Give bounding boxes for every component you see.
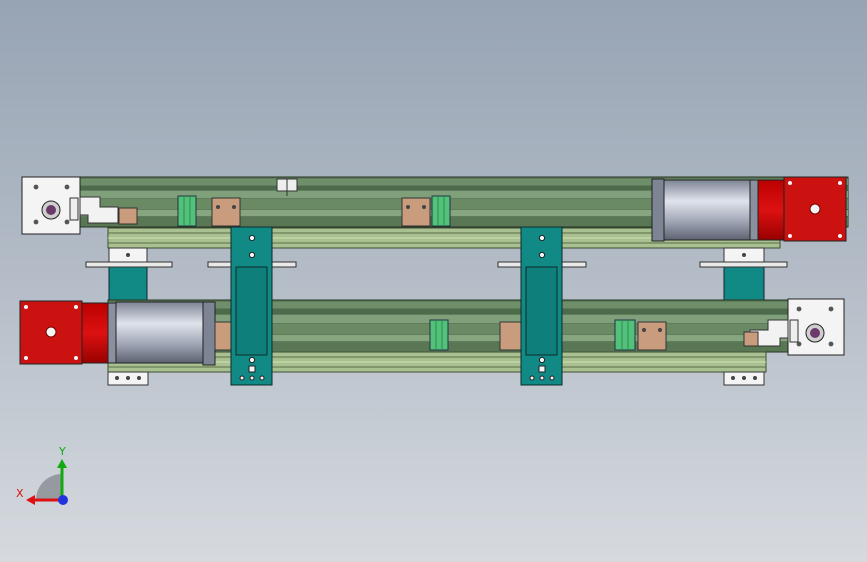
screw-icon: [828, 341, 834, 347]
triad-plane-icon: [36, 474, 62, 500]
screw-icon: [248, 251, 256, 259]
screw-icon: [538, 356, 546, 364]
screw-icon: [642, 328, 646, 332]
screw-slot-icon: [248, 365, 256, 373]
screw-icon: [33, 219, 39, 225]
support-crossbar: [699, 261, 788, 268]
screw-icon: [838, 234, 842, 238]
screw-icon: [24, 356, 28, 360]
screw-icon: [788, 234, 792, 238]
copper-block: [211, 197, 241, 227]
upper-motor-cap: [749, 179, 759, 241]
screw-icon: [538, 234, 546, 242]
screw-icon: [538, 251, 546, 259]
motor-shaft-icon: [45, 326, 57, 338]
screw-icon: [742, 253, 746, 257]
screw-icon: [259, 375, 265, 381]
teal-brackets[interactable]: [230, 226, 563, 386]
lower-rail-stripe: [108, 315, 792, 323]
screw-icon: [248, 356, 256, 364]
x-axis-arrowhead: [26, 495, 35, 505]
copper-block: [743, 331, 759, 347]
upper-linear-axis[interactable]: [21, 176, 849, 249]
screw-icon: [742, 376, 746, 380]
screw-icon: [74, 356, 78, 360]
screw-icon: [549, 375, 555, 381]
teal-bracket-right-stem: [525, 266, 558, 356]
screw-icon: [249, 375, 255, 381]
screw-icon: [828, 306, 834, 312]
screw-icon: [216, 205, 220, 209]
lower-motor-red-adapter: [81, 302, 111, 364]
coupling-stub: [69, 197, 79, 221]
upper-rail-stripe: [78, 210, 848, 216]
screw-icon: [796, 341, 802, 347]
copper-block: [637, 321, 667, 351]
upper-rail-stripe: [78, 217, 848, 226]
screw-icon: [658, 328, 662, 332]
coupling-stub: [789, 319, 799, 343]
screw-icon: [406, 205, 410, 209]
upper-rail-stripe: [78, 191, 848, 198]
screw-icon: [422, 205, 426, 209]
screw-icon: [239, 375, 245, 381]
upper-rail-stripe: [78, 186, 848, 190]
idler-bracket: [79, 196, 119, 224]
screw-icon: [731, 376, 735, 380]
lower-rail-stripe: [108, 335, 792, 341]
screw-icon: [796, 306, 802, 312]
lower-motor-flange: [202, 301, 216, 366]
lower-rail-stripe: [108, 309, 792, 314]
screw-icon: [115, 376, 119, 380]
x-axis-label: X: [16, 487, 24, 500]
screw-icon: [64, 184, 70, 190]
screw-icon: [126, 376, 130, 380]
upper-motor-flange: [651, 178, 665, 242]
screw-icon: [838, 181, 842, 185]
screw-icon: [788, 181, 792, 185]
y-axis-label: Y: [58, 445, 66, 458]
support-posts: [85, 247, 788, 301]
coordinate-triad: Y X: [16, 445, 68, 505]
support-crossbar: [85, 261, 173, 268]
screw-icon: [137, 376, 141, 380]
green-carriage: [614, 319, 636, 351]
screw-icon: [74, 305, 78, 309]
upper-motor-red-adapter: [757, 179, 785, 241]
upper-rail-stripe: [78, 179, 848, 185]
bearing-icon: [46, 205, 56, 215]
screw-icon: [539, 375, 545, 381]
lower-rail-stripe: [108, 324, 792, 334]
lower-rail-stripe: [108, 302, 792, 308]
z-axis-dot: [58, 495, 68, 505]
screw-icon: [33, 184, 39, 190]
upper-motor-body: [663, 179, 753, 241]
screw-icon: [248, 234, 256, 242]
green-carriage: [429, 319, 449, 351]
lower-rail-stripe: [108, 342, 792, 351]
screw-slot-icon: [538, 365, 546, 373]
screw-icon: [529, 375, 535, 381]
upper-rail-stripe: [78, 199, 848, 209]
y-axis-arrowhead: [57, 459, 67, 468]
motor-shaft-icon: [809, 203, 821, 215]
screw-icon: [126, 253, 130, 257]
screw-icon: [64, 219, 70, 225]
bearing-icon: [810, 328, 820, 338]
green-carriage: [177, 195, 197, 227]
lower-motor-body: [115, 301, 205, 364]
lower-linear-axis[interactable]: [19, 298, 845, 386]
lower-motor-cap: [107, 302, 117, 364]
copper-block: [118, 207, 138, 225]
copper-block: [499, 321, 523, 351]
screw-icon: [24, 305, 28, 309]
teal-bracket-left-stem: [235, 266, 268, 356]
copper-block: [401, 197, 431, 227]
screw-icon: [232, 205, 236, 209]
green-carriage: [431, 195, 451, 227]
screw-icon: [753, 376, 757, 380]
